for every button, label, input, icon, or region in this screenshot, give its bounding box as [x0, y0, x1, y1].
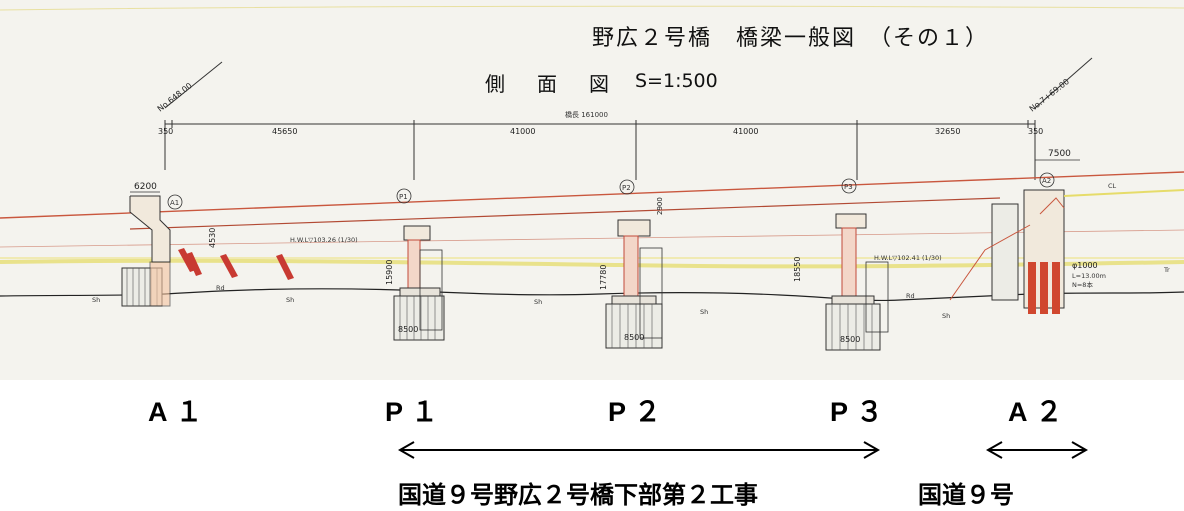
- pier-label-a1: A１: [148, 397, 211, 427]
- p1-marker-circle: [396, 188, 412, 204]
- a2-pile-dim: φ1000: [1072, 261, 1098, 270]
- pier-p3: [825, 213, 889, 351]
- abutment-a1: [121, 195, 294, 307]
- p3-marker-text: P3: [844, 183, 853, 191]
- soil-label: Sh: [700, 308, 708, 316]
- soil-label: Rd: [906, 292, 915, 300]
- station-leader-start: [164, 61, 223, 109]
- paper-background: [0, 0, 1184, 380]
- contract-range-arrows: [397, 441, 1089, 459]
- a1-top-dim: 6200: [134, 182, 157, 192]
- p2-footing-dim: 8500: [624, 333, 644, 342]
- scale-label: S=1:500: [635, 70, 718, 92]
- paper-guide-line: [0, 5, 1184, 11]
- span-label: 32650: [935, 127, 960, 136]
- pier-label-p1: P１: [385, 397, 447, 427]
- a2-top-dim: 7500: [1048, 149, 1071, 159]
- soil-label: CL: [1108, 182, 1117, 190]
- ground-reference-line: [0, 229, 1184, 248]
- contract-2-arrowhead-right: [1071, 441, 1089, 459]
- a1-height-dim: 4530: [208, 228, 217, 248]
- p2-marker-circle: [619, 179, 635, 195]
- contract-1-arrowhead-left: [397, 441, 415, 459]
- pier-p1: [393, 225, 445, 341]
- pier-label-p2: P２: [608, 397, 670, 427]
- span-label: 350: [1028, 127, 1043, 136]
- p1-height-dim: 15900: [385, 260, 394, 285]
- span-dimension-ticks: [164, 120, 1036, 180]
- contract-2-arrowhead-left: [985, 441, 1003, 459]
- high-water-band-upper: [0, 256, 1184, 260]
- a1-marker-circle: [167, 194, 183, 210]
- a1-marker-text: A1: [170, 199, 179, 207]
- soil-label: Sh: [534, 298, 542, 306]
- soil-label: Sh: [92, 296, 100, 304]
- span-label: 41000: [510, 127, 535, 136]
- soil-label: Rd: [216, 284, 225, 292]
- station-leader-end: [1034, 57, 1093, 109]
- hwl-left-note: H.W.L▽103.26 (1/30): [290, 236, 358, 244]
- abutment-a2: [949, 189, 1184, 314]
- hwl-right-note: H.W.L▽102.41 (1/30): [874, 254, 942, 262]
- girder-bottom-line: [129, 197, 1001, 230]
- drawing-title: 野広２号橋 橋梁一般図 （その１）: [592, 26, 990, 51]
- p2-marker-text: P2: [622, 184, 631, 192]
- view-title: 側 面 図: [485, 72, 615, 96]
- n-value-note: N=8本: [1072, 280, 1093, 289]
- span-label: 45650: [272, 127, 297, 136]
- a2-marker-text: A2: [1042, 177, 1051, 185]
- pier-p2: [605, 219, 663, 349]
- bridge-side-view-drawing: No.648.00 No.7+69.00 橋長 161000 350 45650…: [0, 0, 1184, 380]
- girder-depth-dim: 2900: [656, 197, 664, 215]
- contract-1-arrowhead-right: [863, 441, 881, 459]
- soil-label: Sh: [942, 312, 950, 320]
- bridge-length-label: 橋長 161000: [565, 110, 608, 119]
- p3-height-dim: 18550: [793, 257, 802, 282]
- span-label: 41000: [733, 127, 758, 136]
- girder-top-line: [0, 171, 1184, 219]
- soil-label: Sh: [286, 296, 294, 304]
- soil-label: Tr: [1163, 266, 1170, 274]
- contract-label-2: 国道９号: [918, 482, 1014, 509]
- p1-marker-text: P1: [399, 193, 408, 201]
- p3-footing-dim: 8500: [840, 335, 860, 344]
- pier-label-p3: P３: [830, 397, 892, 427]
- pier-label-a2: A２: [1008, 397, 1071, 427]
- a2-marker-circle: [1039, 172, 1055, 188]
- p3-marker-circle: [841, 178, 857, 194]
- p1-footing-dim: 8500: [398, 325, 418, 334]
- span-label: 350: [158, 127, 173, 136]
- contract-label-1: 国道９号野広２号橋下部第２工事: [398, 482, 758, 509]
- pile-note: L=13.00m: [1072, 272, 1106, 280]
- p2-height-dim: 17780: [599, 265, 608, 290]
